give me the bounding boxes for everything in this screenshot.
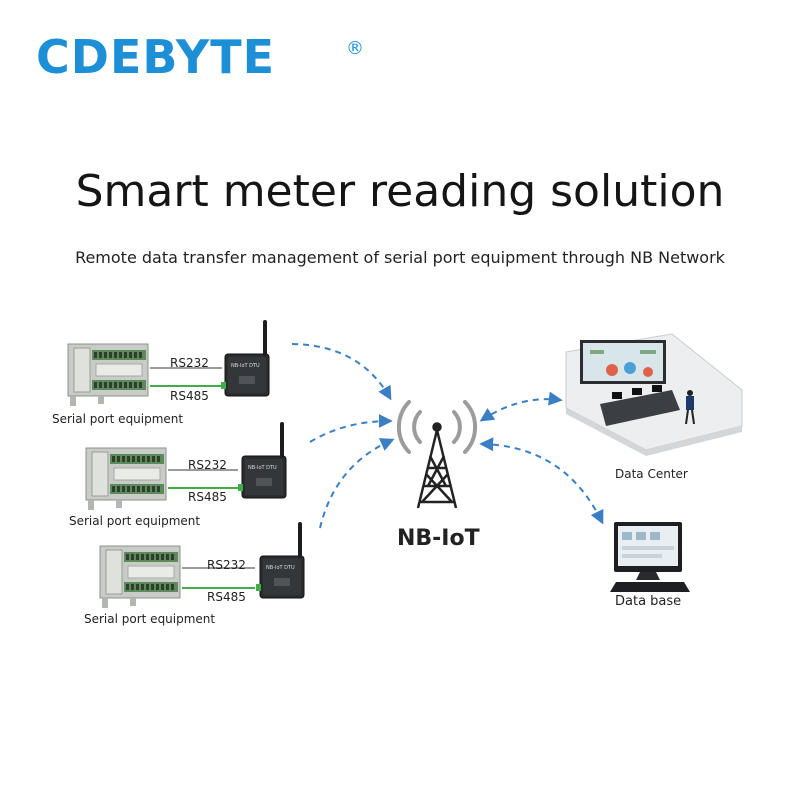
connection-arrows [291, 343, 604, 529]
database-illustration [610, 522, 690, 592]
page-subtitle: Remote data transfer management of seria… [75, 248, 725, 267]
serial-equipment-1 [67, 319, 270, 407]
signal-waves-icon [396, 400, 478, 454]
data-center-label: Data Center [615, 467, 688, 481]
brand-logo: CDEBYTE [36, 30, 276, 84]
registered-mark: ® [346, 38, 364, 59]
network-label: NB-IoT [397, 526, 480, 551]
database-label: Data base [615, 594, 682, 609]
serial-equipment-2 [85, 421, 287, 511]
page-title: Smart meter reading solution [75, 166, 725, 217]
port-label-rs232-1: RS232 [170, 356, 209, 370]
device-label-2: Serial port equipment [69, 514, 201, 528]
port-label-rs485-3: RS485 [207, 590, 246, 604]
device-label-3: Serial port equipment [84, 612, 216, 626]
serial-equipment-3 [99, 521, 305, 609]
nb-iot-tower [416, 422, 458, 509]
device-label-1: Serial port equipment [52, 412, 184, 426]
port-label-rs232-2: RS232 [188, 458, 227, 472]
port-label-rs485-2: RS485 [188, 490, 227, 504]
port-label-rs232-3: RS232 [207, 558, 246, 572]
data-center-illustration [565, 333, 743, 456]
port-label-rs485-1: RS485 [170, 389, 209, 403]
